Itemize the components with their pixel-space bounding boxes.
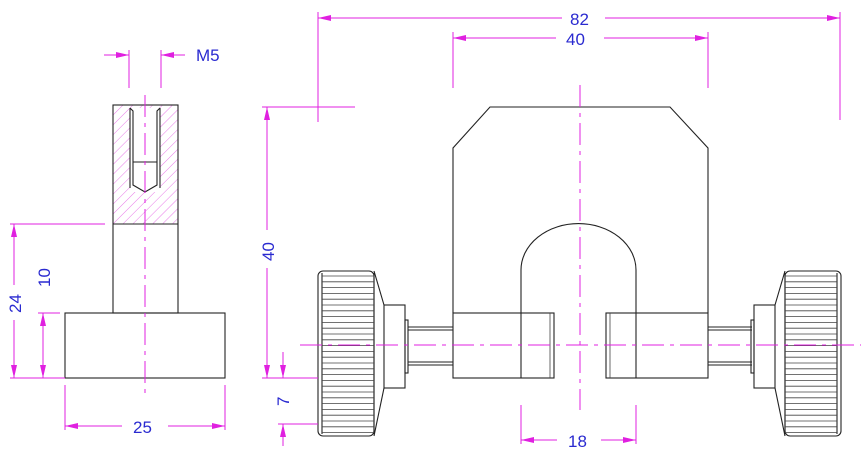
dim-label-base-width: 25 bbox=[133, 418, 152, 437]
dim-label-axis-height: 7 bbox=[274, 397, 293, 406]
arch bbox=[520, 223, 637, 313]
dim-label-thread: M5 bbox=[196, 46, 220, 65]
knurling bbox=[784, 273, 838, 434]
dim-body-width: 40 bbox=[452, 30, 709, 88]
dim-gap: 18 bbox=[520, 405, 637, 451]
side-view: M5 24 10 25 bbox=[6, 46, 226, 437]
dim-label-overall-width: 82 bbox=[570, 10, 589, 29]
front-view: 82 40 40 7 18 bbox=[259, 10, 861, 451]
dim-label-height: 40 bbox=[259, 242, 278, 261]
left-knob bbox=[317, 270, 409, 437]
knurling bbox=[321, 273, 375, 434]
dim-label-total-height: 24 bbox=[6, 294, 25, 313]
dim-label-gap: 18 bbox=[568, 432, 587, 451]
dim-base-height: 10 bbox=[35, 268, 60, 378]
right-shaft bbox=[708, 326, 752, 366]
dim-axis-height: 7 bbox=[274, 352, 318, 446]
dim-height: 40 bbox=[259, 106, 355, 379]
dim-label-body-width: 40 bbox=[566, 30, 585, 49]
dim-label-base-height: 10 bbox=[35, 268, 54, 287]
dim-overall-width: 82 bbox=[317, 10, 841, 122]
dim-base-width: 25 bbox=[64, 385, 226, 437]
dim-thread: M5 bbox=[104, 46, 220, 88]
left-shaft bbox=[408, 326, 453, 366]
dim-total-height: 24 bbox=[6, 223, 105, 379]
right-knob bbox=[750, 270, 842, 437]
